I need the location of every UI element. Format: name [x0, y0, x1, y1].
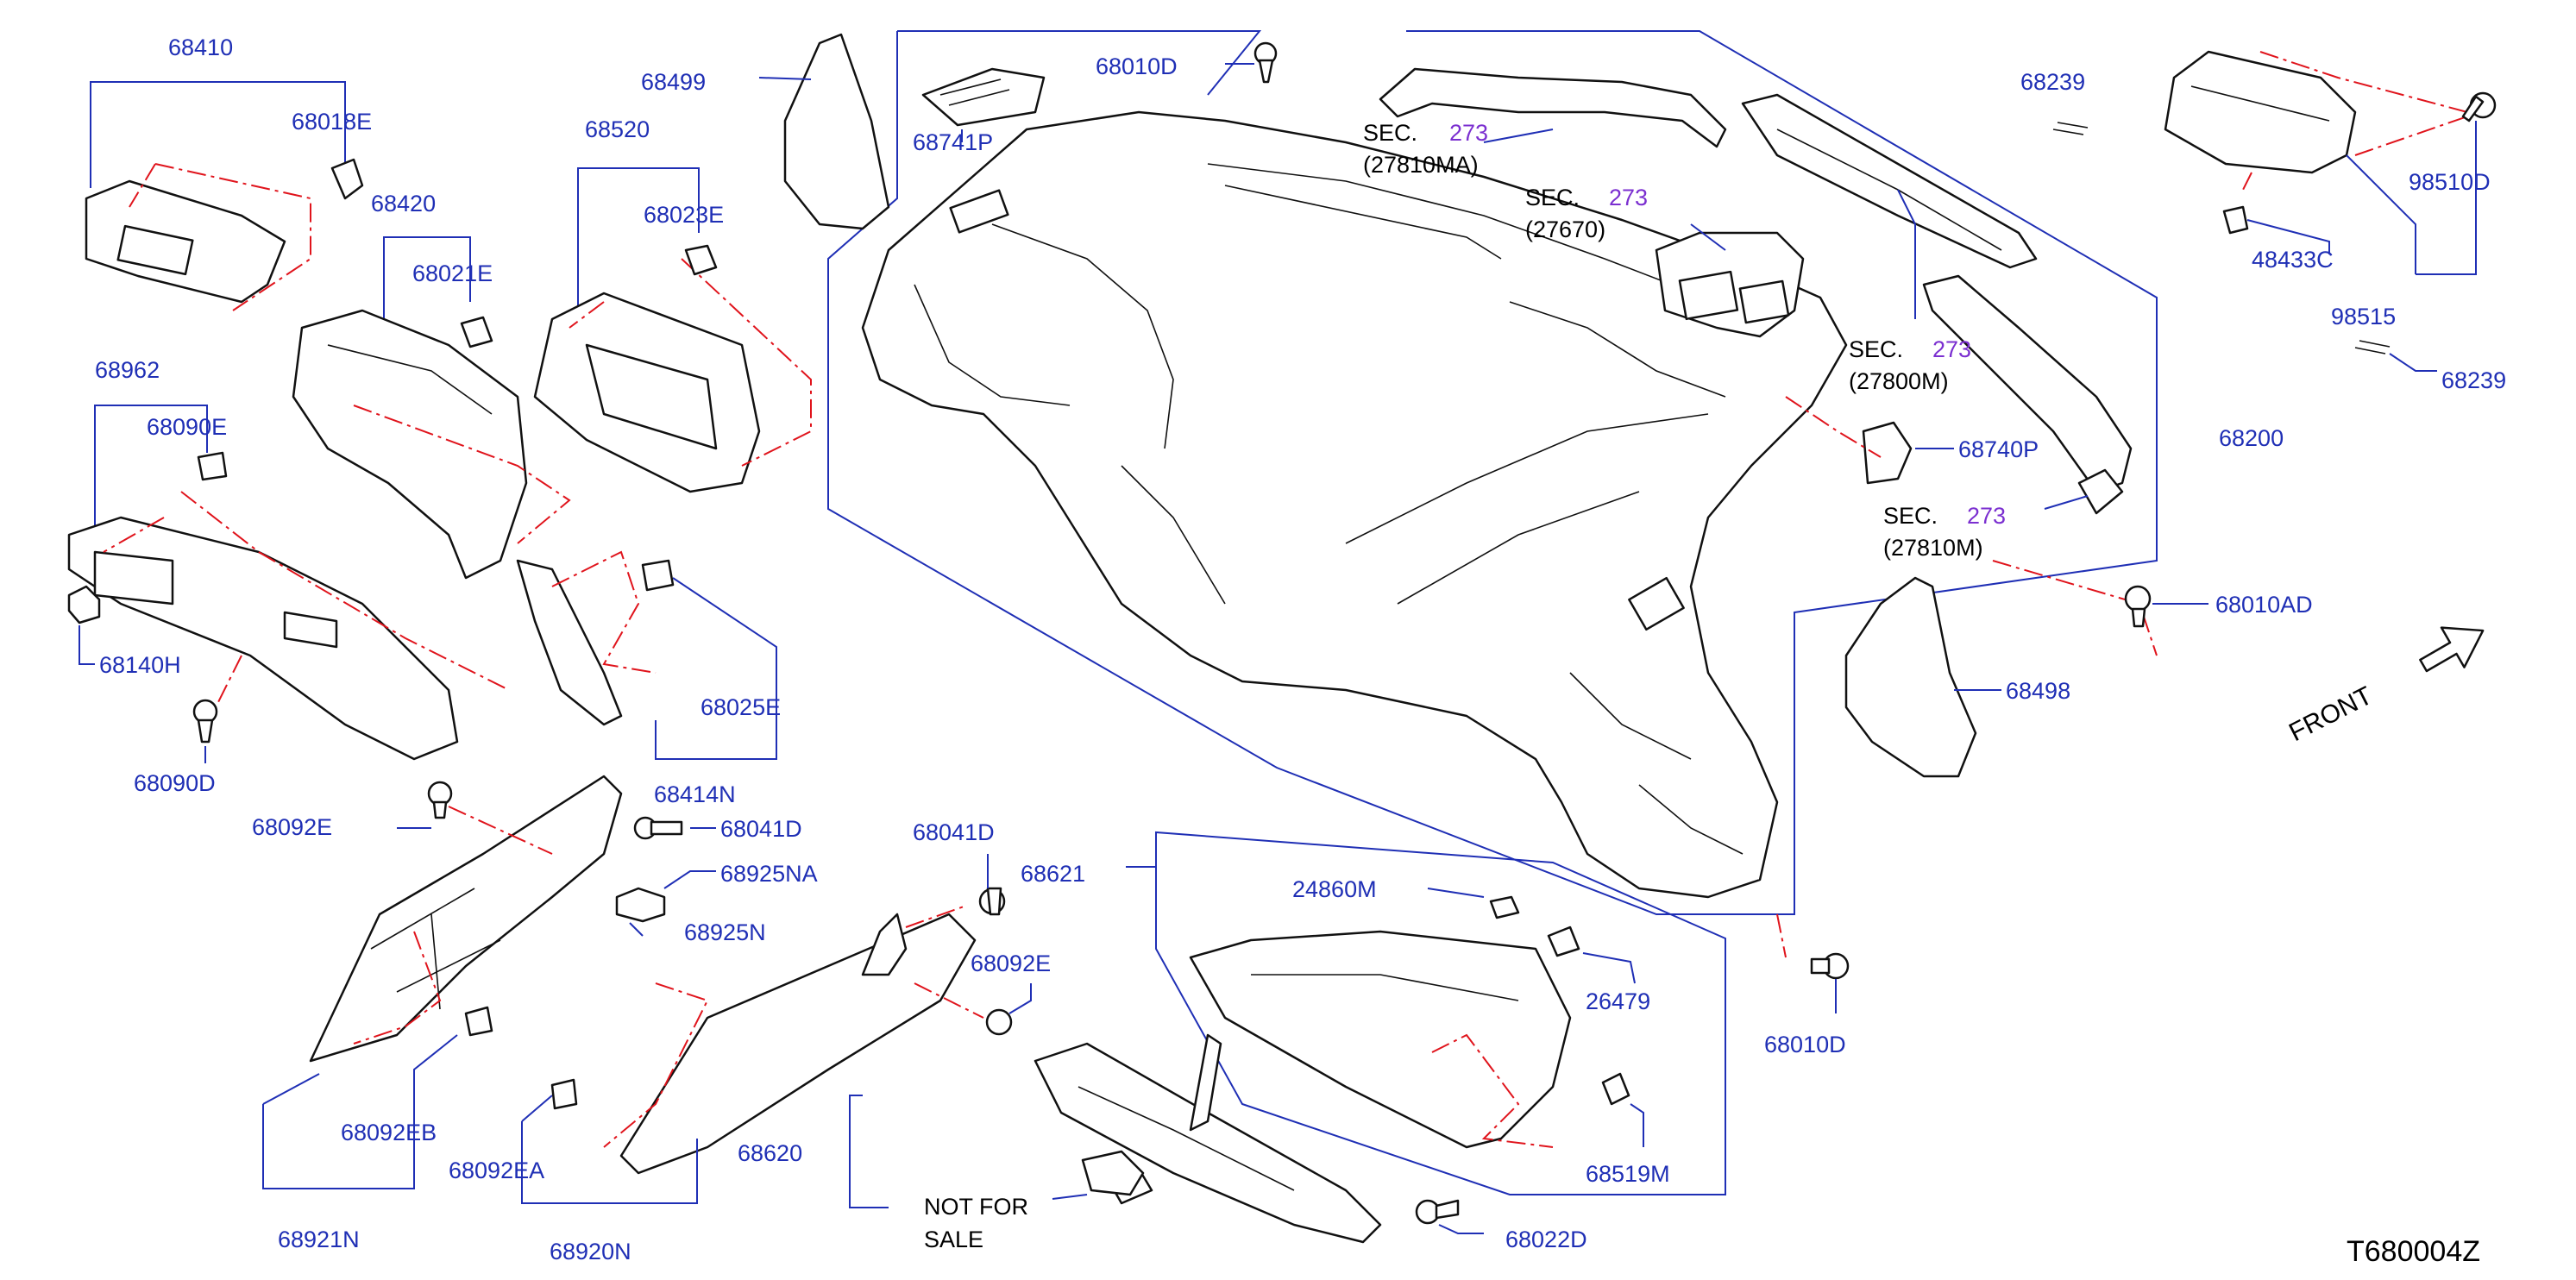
dashboard-panel-68200 — [827, 30, 2158, 915]
screw-68010D-right — [1776, 913, 1850, 1013]
label-68090D: 68090D — [134, 770, 216, 796]
glovebox-group — [1034, 831, 1726, 1244]
label-68925N: 68925N — [684, 919, 766, 945]
label-68499: 68499 — [641, 69, 706, 95]
label-68520: 68520 — [585, 116, 650, 142]
label-26479: 26479 — [1586, 988, 1650, 1014]
label-68021E: 68021E — [412, 260, 493, 286]
sec-num-27670: 273 — [1609, 185, 1648, 210]
sec-prefix-27810M: SEC. — [1883, 503, 1938, 529]
label-68621: 68621 — [1021, 861, 1085, 887]
label-68414N: 68414N — [654, 781, 736, 807]
label-68962: 68962 — [95, 357, 160, 383]
sec-prefix-27800M: SEC. — [1849, 336, 1903, 362]
sec-num-27810MA: 273 — [1449, 120, 1488, 146]
sec-ref-27800M: (27800M) — [1849, 368, 1949, 394]
label-68620: 68620 — [738, 1140, 802, 1166]
label-68920N: 68920N — [550, 1239, 631, 1264]
label-98510D: 98510D — [2409, 169, 2491, 195]
sec-ref-27670: (27670) — [1525, 216, 1605, 242]
sec-ref-27810M: (27810M) — [1883, 535, 1983, 561]
cluster-hood-68420 — [292, 236, 571, 580]
label-98515: 98515 — [2331, 304, 2396, 329]
cluster-lid-68410 — [85, 81, 364, 311]
sec-num-27810M: 273 — [1967, 503, 2006, 529]
label-68023E: 68023E — [644, 202, 724, 228]
vent-68741P — [921, 67, 1046, 142]
not-for-sale-line2: SALE — [924, 1227, 983, 1252]
label-68410: 68410 — [168, 35, 233, 60]
lower-panel-68962 — [67, 405, 510, 761]
label-68010D-top: 68010D — [1096, 53, 1178, 79]
label-68025E: 68025E — [701, 694, 781, 720]
glovebox-lid-68920N — [521, 913, 977, 1204]
sec-ref-27810MA: (27810MA) — [1363, 152, 1479, 178]
label-68010AD: 68010AD — [2215, 592, 2313, 618]
glovebox-fasteners — [1415, 888, 1644, 1234]
sec-prefix-27810MA: SEC. — [1363, 120, 1417, 146]
label-48433C: 48433C — [2252, 247, 2334, 273]
side-cover-68499 — [758, 33, 890, 230]
knee-cover-68921N — [262, 775, 623, 1189]
label-68200: 68200 — [2219, 425, 2284, 451]
label-68092EA: 68092EA — [449, 1158, 544, 1183]
screw-68010AD — [1992, 560, 2208, 656]
label-68092EB: 68092EB — [341, 1120, 437, 1145]
clip-68092E-left — [397, 781, 453, 829]
not-for-sale-line1: NOT FOR — [924, 1194, 1028, 1220]
side-cover-68498 — [1844, 576, 2001, 778]
label-68018E: 68018E — [292, 109, 372, 135]
label-68239-bottom: 68239 — [2441, 367, 2506, 393]
diagram-code: T680004Z — [2347, 1235, 2480, 1268]
section-references: SEC. 273 (27810MA) SEC. 273 (27670) SEC.… — [1363, 120, 2006, 561]
bracket-68414N — [516, 550, 777, 760]
screw-68090D — [192, 699, 218, 763]
sec-prefix-27670: SEC. — [1525, 185, 1580, 210]
label-68519M: 68519M — [1586, 1161, 1670, 1187]
air-ducts-sec-273 — [1379, 67, 2133, 515]
sec-num-27800M: 273 — [1932, 336, 1971, 362]
label-68740P: 68740P — [1958, 436, 2039, 462]
part-labels: 68410 68018E 68499 68741P 68010D 68520 6… — [95, 35, 2506, 1264]
label-24860M: 24860M — [1292, 876, 1377, 902]
label-68041D-left: 68041D — [720, 816, 802, 842]
front-indicator: FRONT — [2284, 681, 2377, 747]
clip-68140H — [67, 585, 101, 665]
center-bezel-68520 — [533, 167, 812, 493]
label-68090E: 68090E — [147, 414, 227, 440]
label-68092E-left: 68092E — [252, 814, 332, 840]
label-68041D-mid: 68041D — [913, 819, 995, 845]
fastener-group-68925N — [615, 816, 716, 937]
not-for-sale-part — [849, 1095, 1145, 1208]
label-68741P: 68741P — [913, 129, 993, 155]
screw-68010D-top — [1225, 41, 1278, 84]
hinge-68621 — [861, 854, 1032, 1036]
label-68925NA: 68925NA — [720, 861, 818, 887]
label-68420: 68420 — [371, 191, 436, 216]
label-68010D-right: 68010D — [1764, 1032, 1846, 1057]
label-68921N: 68921N — [278, 1227, 360, 1252]
airbag-98515 — [2052, 50, 2497, 372]
label-68022D: 68022D — [1505, 1227, 1587, 1252]
label-68092E-mid: 68092E — [971, 951, 1051, 976]
label-68239-top: 68239 — [2020, 69, 2085, 95]
label-68140H: 68140H — [99, 652, 181, 678]
front-arrow — [2419, 626, 2485, 673]
label-68498: 68498 — [2006, 678, 2070, 704]
